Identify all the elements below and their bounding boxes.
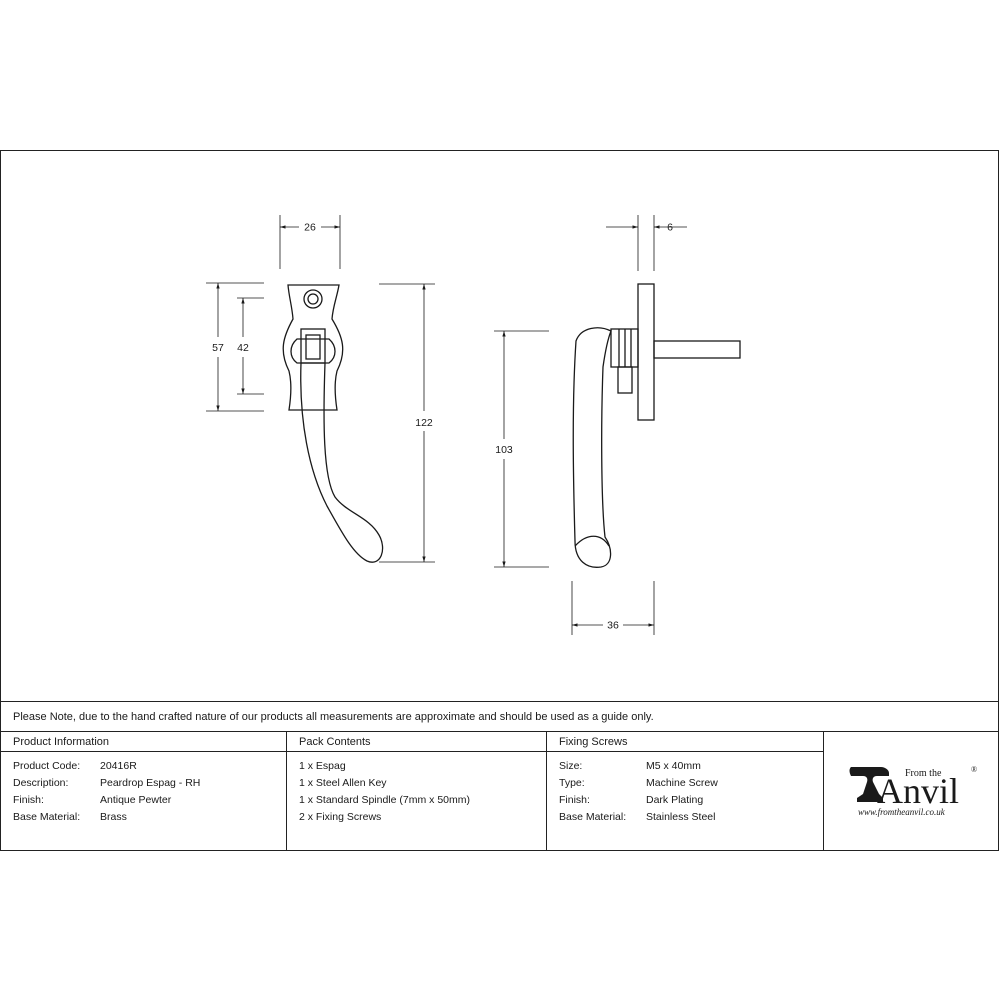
dim-side-projection: 36 <box>571 581 655 635</box>
anvil-icon <box>849 767 889 802</box>
side-view <box>572 283 741 568</box>
product-information-panel: Product Information Product Code: 20416R… <box>1 732 286 851</box>
row-label: Finish: <box>13 794 44 806</box>
pack-item-text: 1 x Espag <box>299 760 346 772</box>
side-handle <box>572 327 612 568</box>
logo-prefix: From the <box>905 768 942 779</box>
fixing-screws-row: Finish: Dark Plating <box>547 792 823 809</box>
logo-registered: ® <box>971 765 977 774</box>
pack-item-text: 1 x Steel Allen Key <box>299 777 387 789</box>
dim-label-36: 36 <box>607 620 619 632</box>
row-value: Stainless Steel <box>646 811 716 823</box>
front-handle-boss <box>290 338 336 364</box>
dim-side-handle-length: 103 <box>494 330 549 568</box>
front-screw-hole-inner <box>307 293 319 305</box>
row-label: Product Code: <box>13 760 81 772</box>
dim-front-height-outer: 57 <box>206 282 264 412</box>
dim-side-plate-thickness: 6 <box>606 215 687 271</box>
side-backplate <box>637 283 655 421</box>
product-info-row: Base Material: Brass <box>1 809 286 826</box>
front-lever-slot <box>300 328 326 364</box>
product-information-heading: Product Information <box>1 732 286 752</box>
front-lever-slot-inner <box>305 334 321 360</box>
dim-label-42: 42 <box>237 342 249 354</box>
product-info-row: Product Code: 20416R <box>1 758 286 775</box>
pack-item-text: 2 x Fixing Screws <box>299 811 382 823</box>
product-info-row: Finish: Antique Pewter <box>1 792 286 809</box>
row-value: Dark Plating <box>646 794 704 806</box>
row-value: Brass <box>100 811 127 823</box>
pack-item: 1 x Standard Spindle (7mm x 50mm) <box>287 792 546 809</box>
row-label: Base Material: <box>559 811 627 823</box>
from-the-anvil-logo: From the Anvil ® www.fromtheanvil.co.uk <box>823 732 998 851</box>
measurement-note: Please Note, due to the hand crafted nat… <box>1 701 998 731</box>
row-value: Machine Screw <box>646 777 718 789</box>
logo-brand: Anvil <box>877 771 959 811</box>
anvil-logo-mark: From the Anvil ® www.fromtheanvil.co.uk <box>849 765 977 817</box>
drawing-area: 26 57 42 122 <box>206 215 741 635</box>
front-backplate <box>282 284 344 411</box>
column-divider <box>286 732 287 851</box>
dim-front-height-inner: 42 <box>237 297 264 395</box>
side-spindle <box>653 340 741 359</box>
row-label: Size: <box>559 760 583 772</box>
row-label: Type: <box>559 777 585 789</box>
fixing-screws-row: Base Material: Stainless Steel <box>547 809 823 826</box>
pack-item: 2 x Fixing Screws <box>287 809 546 826</box>
column-divider <box>823 732 824 851</box>
dim-front-width: 26 <box>279 215 341 269</box>
pack-item: 1 x Steel Allen Key <box>287 775 546 792</box>
front-screw-hole-outer <box>303 289 323 309</box>
row-label: Base Material: <box>13 811 81 823</box>
product-info-row: Description: Peardrop Espag - RH <box>1 775 286 792</box>
pack-item: 1 x Espag <box>287 758 546 775</box>
front-lever-arm <box>300 362 384 563</box>
fixing-screws-row: Type: Machine Screw <box>547 775 823 792</box>
dim-label-6: 6 <box>667 222 673 234</box>
dim-label-103: 103 <box>495 444 513 456</box>
pack-contents-heading: Pack Contents <box>287 732 546 752</box>
fixing-screws-row: Size: M5 x 40mm <box>547 758 823 775</box>
fixing-screws-panel: Fixing Screws Size: M5 x 40mm Type: Mach… <box>547 732 823 851</box>
dim-label-26: 26 <box>304 222 316 234</box>
pack-item-text: 1 x Standard Spindle (7mm x 50mm) <box>299 794 470 806</box>
row-value: M5 x 40mm <box>646 760 701 772</box>
logo-url: www.fromtheanvil.co.uk <box>858 807 946 817</box>
dim-label-57: 57 <box>212 342 224 354</box>
row-value: 20416R <box>100 760 137 772</box>
fixing-screws-heading: Fixing Screws <box>547 732 823 752</box>
info-table: Product Information Product Code: 20416R… <box>1 731 998 852</box>
column-divider <box>546 732 547 851</box>
dim-label-122: 122 <box>415 417 433 429</box>
front-view <box>282 284 384 563</box>
pack-contents-panel: Pack Contents 1 x Espag 1 x Steel Allen … <box>287 732 546 851</box>
dim-front-total-length: 122 <box>379 283 435 563</box>
technical-drawing-sheet: 26 57 42 122 <box>0 150 999 851</box>
row-value: Peardrop Espag - RH <box>100 777 201 789</box>
row-label: Finish: <box>559 794 590 806</box>
side-lock-tab <box>617 366 633 394</box>
row-label: Description: <box>13 777 69 789</box>
row-value: Antique Pewter <box>100 794 172 806</box>
